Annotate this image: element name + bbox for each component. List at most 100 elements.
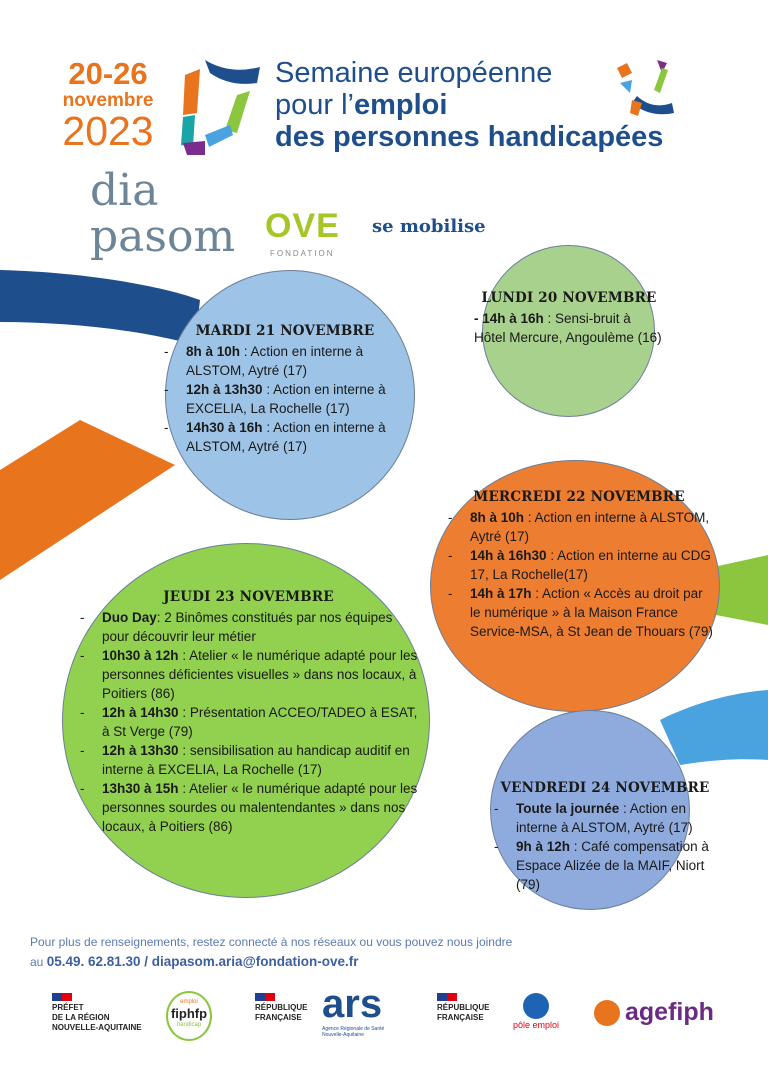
fiphfp-logo: emploi fiphfp handicap	[166, 991, 212, 1041]
event-item: 12h à 14h30 : Présentation ACCEO/TADEO à…	[76, 703, 421, 741]
vendredi-block: VENDREDI 24 NOVEMBRE Toute la journée : …	[490, 779, 720, 894]
agefiph-text: agefiph	[625, 998, 714, 1026]
event-item: 9h à 12h : Café compensation à Espace Al…	[490, 837, 720, 894]
day-title: JEUDI 23 NOVEMBRE	[163, 589, 334, 605]
title-line-3: des personnes handicapées	[275, 121, 664, 153]
pole-emploi-icon	[523, 993, 549, 1019]
event-desc: : sensibilisation au handicap auditif en…	[102, 743, 410, 777]
event-desc: : Action en interne à ALSTOM, Aytré (17)	[186, 344, 364, 378]
event-time: Duo Day	[102, 610, 157, 625]
prefet-line: PRÉFET	[52, 1003, 84, 1012]
date-range: 20-26	[68, 56, 148, 91]
diapasom-bottom: pasom	[90, 211, 236, 262]
event-time: 14h à 17h	[470, 586, 532, 601]
event-desc: : Action en interne à EXCELIA, La Rochel…	[186, 382, 386, 416]
event-item: 12h à 13h30 : sensibilisation au handica…	[76, 741, 421, 779]
ove-fondation: FONDATION	[270, 249, 335, 258]
title-bold: emploi	[354, 89, 448, 121]
event-desc: : Café compensation à Espace Alizée de l…	[516, 839, 709, 892]
contact-line-1: Pour plus de renseignements, restez conn…	[30, 935, 513, 949]
prefet-line: NOUVELLE-AQUITAINE	[52, 1023, 142, 1032]
seeph-logo-icon	[181, 60, 260, 155]
contact-details[interactable]: 05.49. 62.81.30 / diapasom.aria@fondatio…	[46, 954, 359, 969]
event-time: 9h à 12h	[516, 839, 571, 854]
agefiph-logo: agefiph	[594, 998, 714, 1027]
event-item: 14h à 16h30 : Action en interne au CDG 1…	[444, 546, 714, 584]
event-desc: : 2 Binômes constitués par nos équipes p…	[102, 610, 393, 644]
prefet-line: DE LA RÉGION	[52, 1013, 110, 1022]
event-time: 12h à 14h30	[102, 705, 179, 720]
mercredi-block: MERCREDI 22 NOVEMBRE 8h à 10h : Action e…	[444, 488, 714, 641]
lundi-block: LUNDI 20 NOVEMBRE - 14h à 16h : Sensi-br…	[474, 289, 664, 347]
event-time: 8h à 10h	[186, 344, 241, 359]
event-time: 12h à 13h30	[186, 382, 263, 397]
pole-emploi-logo: pôle emploi	[512, 993, 560, 1031]
ars-sub: Agence Régionale de Santé Nouvelle-Aquit…	[322, 1026, 385, 1038]
flag-icon	[255, 993, 275, 1001]
contact-prefix: au	[30, 955, 47, 969]
event-desc: : Présentation ACCEO/TADEO à ESAT, à St …	[102, 705, 418, 739]
seeph-emblem-icon	[617, 60, 674, 116]
year: 2023	[62, 108, 154, 154]
flag-icon	[437, 993, 457, 1001]
event-time: 13h30 à 15h	[102, 781, 179, 796]
event-item: 14h à 17h : Action « Accès au droit par …	[444, 584, 714, 641]
diapasom-top: dia	[90, 165, 159, 216]
event-time: - 14h à 16h	[474, 311, 544, 326]
event-title: Semaine européenne pour l’emploi des per…	[275, 57, 663, 153]
prefet-logo: PRÉFET DE LA RÉGION NOUVELLE-AQUITAINE	[52, 993, 142, 1033]
event-item: Toute la journée : Action en interne à A…	[490, 799, 720, 837]
flag-icon	[52, 993, 72, 1001]
ove-logo: OVE	[265, 207, 340, 245]
ars-text: ars	[322, 982, 383, 1026]
fiphfp-text: fiphfp	[170, 1006, 208, 1021]
event-time: 10h30 à 12h	[102, 648, 179, 663]
day-title: MARDI 21 NOVEMBRE	[195, 323, 375, 339]
jeudi-block: JEUDI 23 NOVEMBRE Duo Day: 2 Binômes con…	[76, 588, 421, 836]
day-title: LUNDI 20 NOVEMBRE	[481, 290, 657, 306]
republique-line: FRANÇAISE	[437, 1013, 484, 1022]
event-item: 10h30 à 12h : Atelier « le numérique ada…	[76, 646, 421, 703]
event-item: 12h à 13h30 : Action en interne à EXCELI…	[160, 380, 410, 418]
title-line-1: Semaine européenne	[275, 57, 553, 89]
month: novembre	[62, 90, 154, 111]
title-line-2: pour l’emploi	[275, 89, 663, 121]
orange-swoosh	[0, 420, 175, 580]
event-desc: : Action en interne à ALSTOM, Aytré (17)	[186, 420, 386, 454]
event-desc: : Atelier « le numérique adapté pour les…	[102, 781, 418, 834]
event-desc: : Action en interne à ALSTOM, Aytré (17)	[516, 801, 693, 835]
event-desc: : Action en interne au CDG 17, La Rochel…	[470, 548, 711, 582]
event-desc: : Action « Accès au droit par le numériq…	[470, 586, 713, 639]
day-title: MERCREDI 22 NOVEMBRE	[473, 489, 685, 505]
day-title: VENDREDI 24 NOVEMBRE	[500, 780, 710, 796]
event-item: 8h à 10h : Action en interne à ALSTOM, A…	[444, 508, 714, 546]
contact-info: Pour plus de renseignements, restez conn…	[30, 933, 512, 972]
event-item: 13h30 à 15h : Atelier « le numérique ada…	[76, 779, 421, 836]
event-time: 14h30 à 16h	[186, 420, 263, 435]
diapasom-logo: dia pasom	[90, 168, 235, 260]
mardi-block: MARDI 21 NOVEMBRE 8h à 10h : Action en i…	[160, 322, 410, 456]
event-time: Toute la journée	[516, 801, 620, 816]
lightblue-swoosh	[660, 690, 768, 765]
lundi-circle	[482, 245, 655, 417]
republique-line: FRANÇAISE	[255, 1013, 302, 1022]
event-time: 8h à 10h	[470, 510, 525, 525]
event-desc: : Sensi-bruit à Hôtel Mercure, Angoulème…	[474, 311, 662, 345]
event-item: Duo Day: 2 Binômes constitués par nos éq…	[76, 608, 421, 646]
tagline: se mobilise	[372, 216, 486, 237]
event-dates: 20-26 novembre 2023	[52, 58, 164, 152]
event-time: 14h à 16h30	[470, 548, 547, 563]
republique-line: RÉPUBLIQUE	[437, 1003, 490, 1012]
event-desc: : Action en interne à ALSTOM, Aytré (17)	[470, 510, 710, 544]
ars-logo: ars Agence Régionale de Santé Nouvelle-A…	[322, 982, 392, 1038]
republique-line: RÉPUBLIQUE	[255, 1003, 308, 1012]
navy-swoosh	[0, 270, 200, 345]
event-item: 14h30 à 16h : Action en interne à ALSTOM…	[160, 418, 410, 456]
agefiph-icon	[594, 999, 620, 1026]
fiphfp-top: emploi	[180, 999, 198, 1005]
republique-logo-1: RÉPUBLIQUE FRANÇAISE	[255, 993, 307, 1023]
republique-logo-2: RÉPUBLIQUE FRANÇAISE	[437, 993, 489, 1023]
fiphfp-bottom: handicap	[176, 1022, 202, 1028]
event-desc: : Atelier « le numérique adapté pour les…	[102, 648, 418, 701]
